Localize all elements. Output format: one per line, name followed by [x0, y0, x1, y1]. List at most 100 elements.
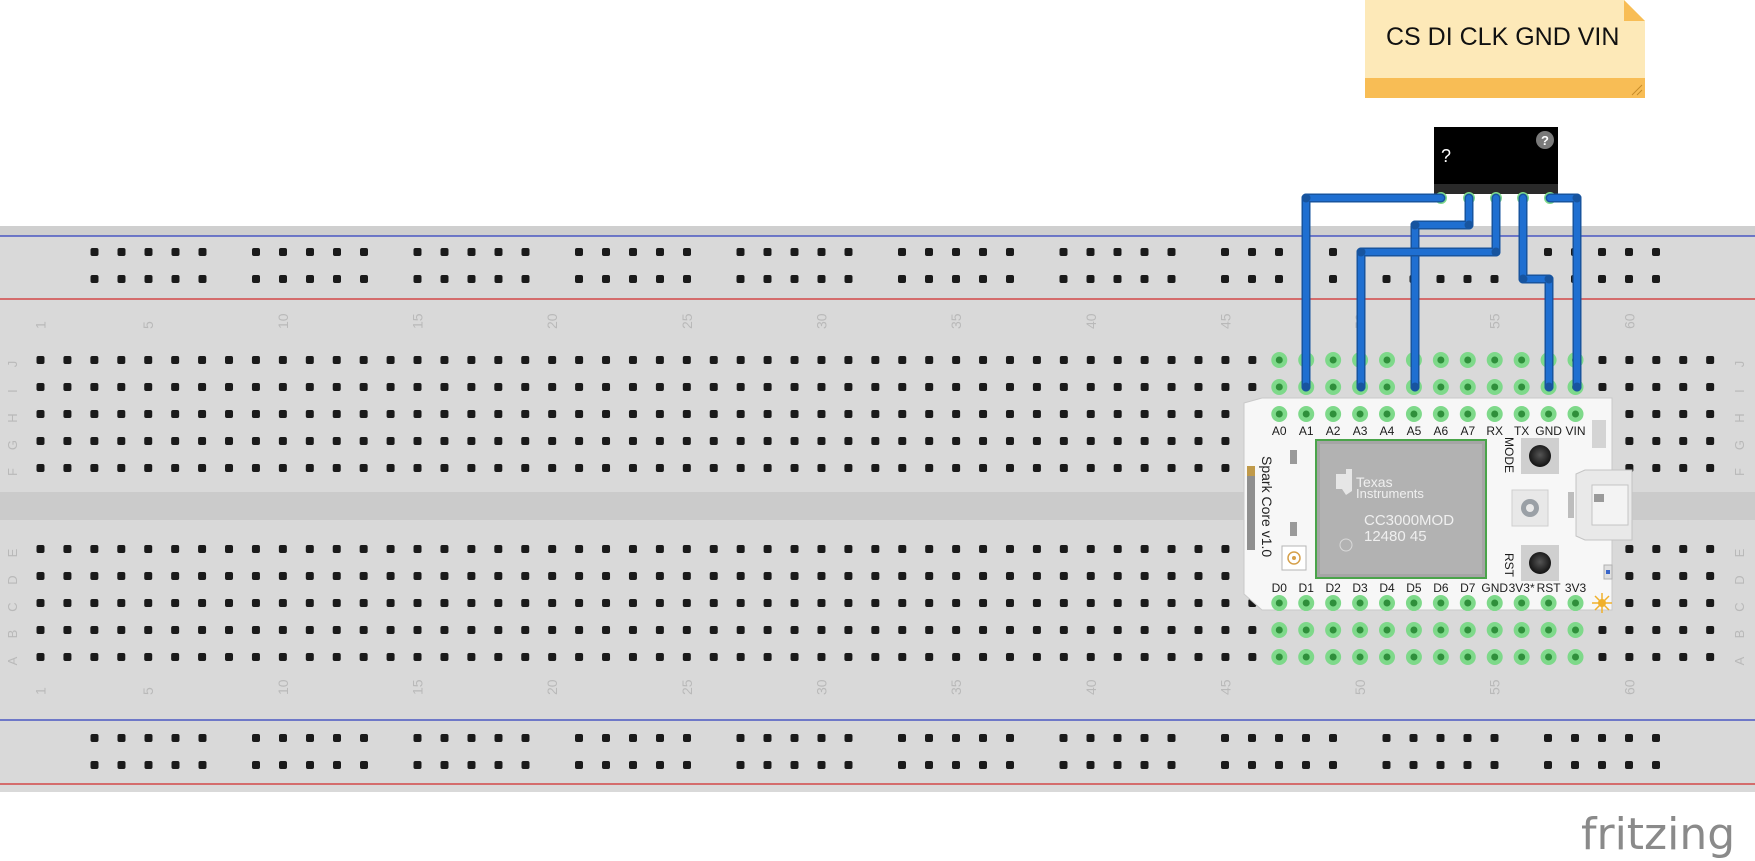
- breadboard-hole: [117, 545, 126, 553]
- breadboard-hole: [1625, 356, 1634, 364]
- note-band: [1365, 78, 1645, 98]
- breadboard-hole: [225, 383, 234, 391]
- breadboard-hole: [1625, 653, 1634, 661]
- breadboard-hole: [709, 653, 718, 661]
- pin-label: VIN: [1566, 424, 1586, 438]
- breadboard-hole: [1113, 410, 1122, 418]
- breadboard-hole: [709, 356, 718, 364]
- breadboard-hole: [278, 410, 287, 418]
- breadboard-hole: [709, 599, 718, 607]
- breadboard-hole: [440, 572, 449, 580]
- note[interactable]: CS DI CLK GND VIN: [1365, 0, 1645, 98]
- breadboard-hole: [736, 626, 745, 634]
- help-icon[interactable]: [1536, 131, 1554, 149]
- breadboard-hole: [305, 599, 314, 607]
- breadboard-hole: [332, 545, 341, 553]
- breadboard-hole: [1679, 626, 1688, 634]
- power-rail-hole: [763, 761, 772, 769]
- breadboard-hole: [925, 464, 934, 472]
- breadboard-hole: [494, 464, 503, 472]
- wire-bendpoint: [1410, 382, 1420, 392]
- breadboard-hole: [36, 464, 45, 472]
- power-rail-hole: [790, 275, 799, 283]
- breadboard-hole: [305, 626, 314, 634]
- power-rail-hole: [1625, 275, 1633, 283]
- breadboard-hole: [36, 572, 45, 580]
- mode-button[interactable]: [1529, 445, 1551, 467]
- power-rail-hole: [1490, 734, 1499, 742]
- wire-bendpoint: [1356, 247, 1366, 257]
- breadboard-hole: [1679, 437, 1688, 445]
- power-rail-hole: [683, 248, 691, 256]
- column-number: 55: [1487, 313, 1503, 329]
- power-rail-hole: [683, 734, 691, 742]
- breadboard-hole: [117, 437, 126, 445]
- breadboard-hole: [386, 626, 395, 634]
- power-rail-hole: [333, 248, 341, 256]
- breadboard-hole: [413, 653, 422, 661]
- breadboard-hole: [575, 410, 584, 418]
- breadboard-hole: [628, 464, 637, 472]
- power-rail-hole: [494, 761, 503, 769]
- column-number: 10: [275, 679, 291, 695]
- breadboard-hole: [817, 383, 826, 391]
- power-rail-hole: [1436, 275, 1445, 283]
- chip-brand-line2: Instruments: [1356, 486, 1424, 501]
- breadboard-hole: [494, 599, 503, 607]
- power-rail-hole: [1598, 248, 1606, 256]
- power-rail-hole: [1059, 734, 1068, 742]
- breadboard-hole: [1652, 356, 1661, 364]
- breadboard-hole: [602, 464, 611, 472]
- row-letter: I: [5, 389, 20, 393]
- power-rail-hole: [333, 734, 341, 742]
- breadboard-hole: [1086, 572, 1095, 580]
- wire-bendpoint: [1410, 220, 1420, 230]
- breadboard-hole: [1652, 572, 1661, 580]
- breadboard-hole: [1167, 356, 1176, 364]
- breadboard-hole: [1221, 653, 1230, 661]
- breadboard-hole: [817, 437, 826, 445]
- breadboard-hole: [655, 410, 664, 418]
- power-rail-hole: [413, 761, 422, 769]
- power-rail-hole: [736, 734, 745, 742]
- wire[interactable]: [1412, 195, 1472, 390]
- pin-label: 3V3*: [1509, 581, 1535, 595]
- breadboard-hole: [521, 572, 530, 580]
- breadboard-hole: [1005, 572, 1014, 580]
- wire-bendpoint: [1544, 382, 1554, 392]
- breadboard-hole: [171, 383, 180, 391]
- power-rail-hole: [1167, 734, 1176, 742]
- power-rail-hole: [1113, 761, 1122, 769]
- wire[interactable]: [1358, 195, 1499, 390]
- breadboard-hole: [548, 653, 557, 661]
- breadboard-hole: [844, 572, 853, 580]
- breadboard-hole: [413, 410, 422, 418]
- pin-label: D1: [1299, 581, 1315, 595]
- breadboard-hole: [1194, 626, 1203, 634]
- breadboard-hole: [1113, 383, 1122, 391]
- breadboard-hole: [1167, 572, 1176, 580]
- breadboard-hole: [925, 545, 934, 553]
- breadboard-hole: [332, 437, 341, 445]
- breadboard-hole: [817, 545, 826, 553]
- breadboard-hole: [1194, 653, 1203, 661]
- rst-button[interactable]: [1529, 552, 1551, 574]
- breadboard-hole: [90, 626, 99, 634]
- breadboard-hole: [844, 464, 853, 472]
- wires: [1301, 193, 1582, 392]
- breadboard-hole: [1652, 464, 1661, 472]
- breadboard-hole: [898, 626, 907, 634]
- sensor-module[interactable]: ? ?: [1434, 127, 1558, 204]
- breadboard-hole: [871, 383, 880, 391]
- column-number: 40: [1083, 679, 1099, 695]
- breadboard-hole: [628, 410, 637, 418]
- wire[interactable]: [1520, 195, 1552, 390]
- note-resize-grip[interactable]: [1631, 84, 1643, 96]
- breadboard-hole: [1086, 410, 1095, 418]
- pin-label: A3: [1353, 424, 1368, 438]
- column-number: 50: [1352, 679, 1368, 695]
- breadboard-hole: [790, 356, 799, 364]
- power-rail-hole: [1140, 248, 1149, 256]
- breadboard-hole: [521, 464, 530, 472]
